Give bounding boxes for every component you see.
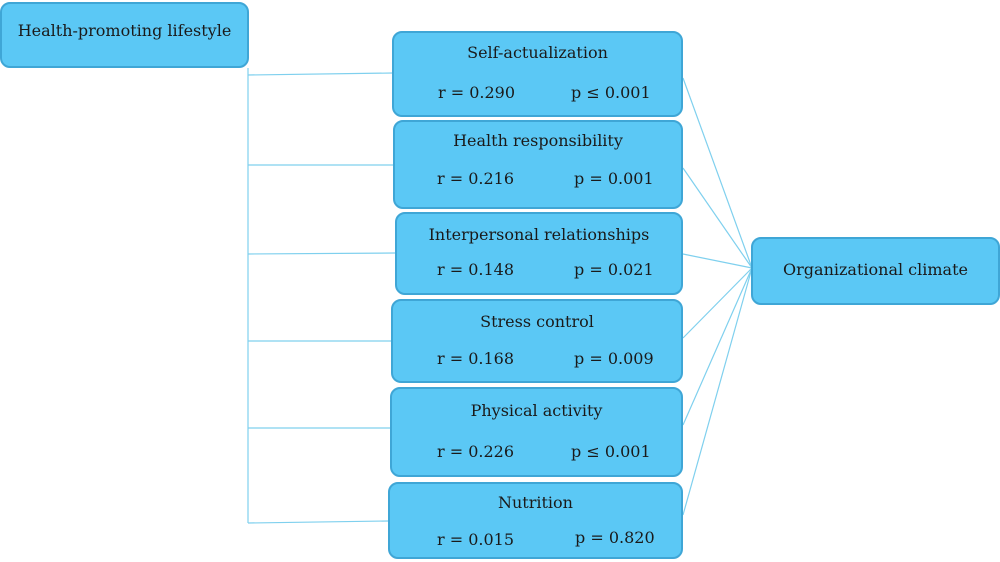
factor-r-value: r = 0.148 — [437, 260, 515, 279]
factor-node-nutrition: Nutrition r = 0.015 p = 0.820 — [388, 482, 683, 559]
factor-label: Nutrition — [498, 493, 573, 512]
source-node-label: Health-promoting lifestyle — [17, 21, 232, 40]
fan-line — [682, 267, 753, 516]
factor-node-self-actualization: Self-actualization r = 0.290 p ≤ 0.001 — [392, 31, 683, 117]
factor-label: Health responsibility — [453, 131, 623, 150]
factor-label: Physical activity — [470, 401, 603, 420]
source-node-health-promoting-lifestyle: Health-promoting lifestyle — [0, 2, 249, 68]
factor-p-value: p = 0.001 — [574, 169, 654, 188]
factor-r-value: r = 0.015 — [437, 530, 515, 549]
factor-p-value: p = 0.820 — [575, 528, 655, 547]
branch-line — [247, 520, 389, 524]
factor-node-interpersonal-relationships: Interpersonal relationships r = 0.148 p … — [395, 212, 683, 295]
fan-line — [682, 267, 753, 426]
target-node-label: Organizational climate — [783, 260, 968, 279]
factor-p-value: p ≤ 0.001 — [571, 442, 651, 461]
factor-r-value: r = 0.290 — [438, 83, 516, 102]
fan-line — [682, 167, 753, 269]
factor-node-physical-activity: Physical activity r = 0.226 p ≤ 0.001 — [390, 387, 683, 477]
factor-p-value: p = 0.021 — [574, 260, 654, 279]
branch-line — [247, 252, 396, 255]
factor-node-stress-control: Stress control r = 0.168 p = 0.009 — [391, 299, 683, 383]
branch-line — [247, 72, 394, 76]
fan-line — [682, 77, 753, 269]
factor-p-value: p ≤ 0.001 — [571, 83, 651, 102]
factor-p-value: p = 0.009 — [574, 349, 654, 368]
factor-node-health-responsibility: Health responsibility r = 0.216 p = 0.00… — [393, 120, 683, 209]
fan-line — [682, 253, 753, 269]
fan-line — [682, 267, 753, 339]
factor-r-value: r = 0.168 — [437, 349, 515, 368]
factor-label: Self-actualization — [467, 43, 608, 62]
factor-label: Stress control — [480, 312, 594, 331]
factor-r-value: r = 0.226 — [437, 442, 515, 461]
target-node-organizational-climate: Organizational climate — [751, 237, 1000, 305]
factor-label: Interpersonal relationships — [428, 225, 650, 244]
factor-r-value: r = 0.216 — [437, 169, 515, 188]
